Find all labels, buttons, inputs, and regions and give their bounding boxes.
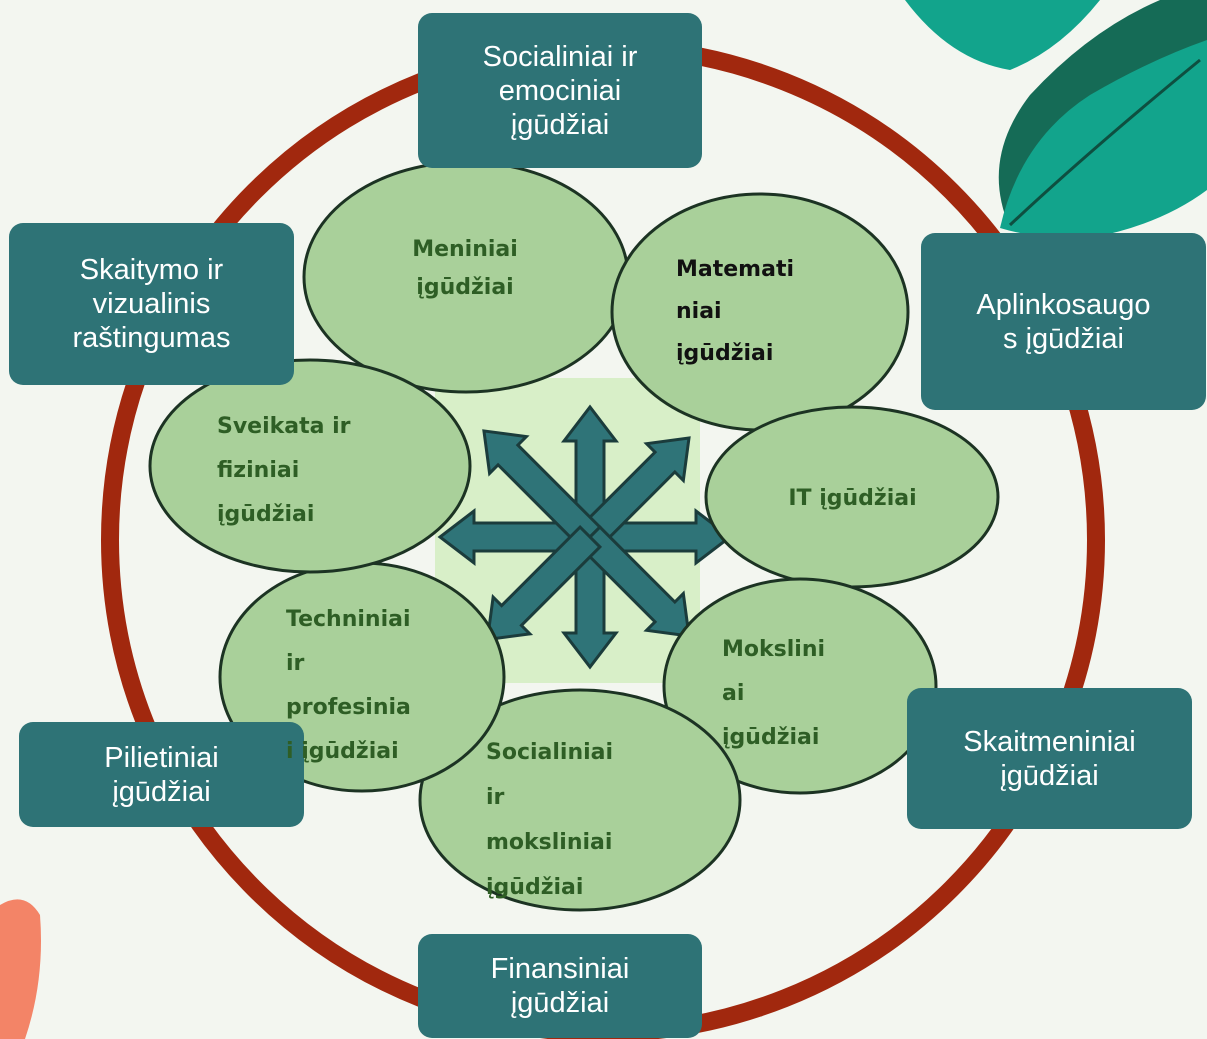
oval-line: ai bbox=[722, 681, 745, 706]
oval-line: fiziniai bbox=[217, 458, 300, 483]
box-line: vizualinis bbox=[92, 288, 211, 320]
oval-line: įgūdžiai bbox=[416, 275, 514, 300]
arrow-icon bbox=[577, 524, 691, 638]
box-aplinkosaugos: Aplinkosaugo s įgūdžiai bbox=[921, 233, 1206, 410]
oval-line: Mokslini bbox=[722, 637, 826, 662]
box-line: s įgūdžiai bbox=[1003, 322, 1124, 355]
box-line: Socialiniai ir bbox=[482, 40, 638, 73]
oval-line: Meniniai bbox=[412, 237, 518, 262]
box-line: Aplinkosaugo bbox=[976, 288, 1151, 321]
leaf-vein bbox=[1008, 58, 1201, 227]
oval-line: įgūdžiai bbox=[676, 341, 774, 366]
oval-line: profesinia bbox=[286, 695, 411, 720]
box-line: įgūdžiai bbox=[510, 987, 610, 1019]
oval-line: įgūdžiai bbox=[486, 875, 584, 900]
oval-label-matematiniai: Matemati niai įgūdžiai bbox=[676, 249, 876, 375]
box-line: įgūdžiai bbox=[112, 775, 211, 808]
oval-line: moksliniai bbox=[486, 830, 613, 855]
oval-line: Socialiniai bbox=[486, 740, 614, 765]
oval-label-moksliniai: Mokslini ai įgūdžiai bbox=[722, 628, 902, 760]
box-pilietiniai: Pilietiniai įgūdžiai bbox=[19, 722, 304, 827]
oval-line: i įgūdžiai bbox=[286, 739, 399, 764]
box-line: įgūdžiai bbox=[510, 108, 610, 141]
box-socialiniai-emociniai: Socialiniai ir emociniai įgūdžiai bbox=[418, 13, 702, 168]
leaf-decoration-icon bbox=[905, 0, 1207, 239]
oval-label-meniniai: Meniniai įgūdžiai bbox=[300, 231, 630, 307]
oval-label-socialiniai-moksliniai: Socialiniai ir moksliniai įgūdžiai bbox=[486, 730, 706, 910]
box-line: raštingumas bbox=[72, 322, 231, 354]
oval-line: Matemati bbox=[676, 257, 795, 282]
leaf-shape-top bbox=[905, 0, 1100, 70]
corner-shape-decoration bbox=[0, 899, 41, 1039]
oval-label-sveikata: Sveikata ir fiziniai įgūdžiai bbox=[217, 405, 427, 537]
box-skaitymo-vizualinis: Skaitymo ir vizualinis raštingumas bbox=[9, 223, 294, 385]
box-line: Finansiniai bbox=[490, 953, 630, 985]
oval-line: Sveikata ir bbox=[217, 414, 351, 439]
ovals-group bbox=[148, 160, 1000, 912]
box-finansiniai: Finansiniai įgūdžiai bbox=[418, 934, 702, 1038]
box-line: emociniai bbox=[498, 74, 622, 107]
oval-line: ir bbox=[286, 651, 305, 676]
box-line: Skaitymo ir bbox=[79, 254, 224, 286]
box-line: Pilietiniai bbox=[104, 741, 219, 774]
oval-moksliniai bbox=[662, 577, 938, 795]
box-line: Skaitmeniniai bbox=[963, 725, 1136, 758]
oval-line: įgūdžiai bbox=[217, 502, 315, 527]
oval-line: ir bbox=[486, 785, 505, 810]
arrow-icon bbox=[482, 429, 603, 550]
oval-socialiniai-moksliniai bbox=[418, 688, 742, 912]
arrow-icon bbox=[577, 436, 691, 550]
box-skaitmeniniai: Skaitmeniniai įgūdžiai bbox=[907, 688, 1192, 829]
oval-label-it: IT įgūdžiai bbox=[705, 480, 1000, 518]
oval-line: niai bbox=[676, 299, 722, 324]
oval-sveikata bbox=[148, 358, 472, 574]
box-line: įgūdžiai bbox=[1000, 759, 1099, 792]
oval-label-techniniai: Techniniai ir profesinia i įgūdžiai bbox=[286, 598, 486, 774]
oval-line: IT įgūdžiai bbox=[788, 486, 917, 511]
oval-line: Techniniai bbox=[286, 607, 411, 632]
arrow-icon bbox=[485, 524, 603, 642]
oval-line: įgūdžiai bbox=[722, 725, 820, 750]
arrows-group bbox=[437, 404, 733, 670]
